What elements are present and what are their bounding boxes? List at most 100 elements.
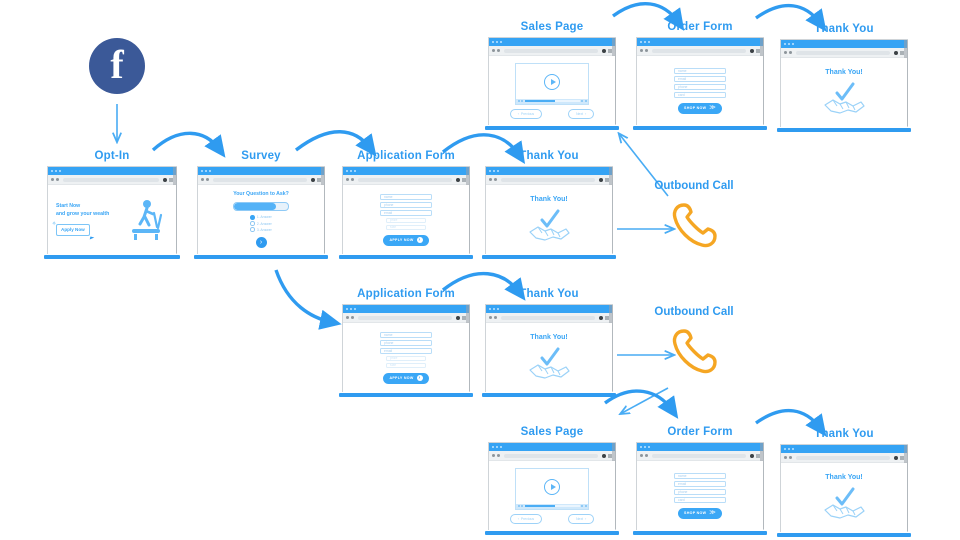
field-card[interactable]: card <box>674 496 726 503</box>
window-urlbar[interactable] <box>486 175 612 185</box>
forward-icon[interactable] <box>789 456 792 459</box>
field-extra-1[interactable]: prize <box>386 217 426 223</box>
back-icon[interactable] <box>640 49 643 52</box>
account-icon[interactable] <box>602 48 606 53</box>
video-seek-track[interactable] <box>524 100 580 102</box>
account-icon[interactable] <box>602 453 606 458</box>
video-player[interactable] <box>515 467 589 510</box>
back-icon[interactable] <box>346 178 349 181</box>
account-icon[interactable] <box>599 177 603 182</box>
menu-icon[interactable] <box>608 453 612 458</box>
field-email[interactable]: email <box>380 209 432 216</box>
address-field[interactable] <box>213 177 307 182</box>
forward-icon[interactable] <box>494 178 497 181</box>
node-order-form-top[interactable]: Order Form name email phone card SHO <box>633 21 767 130</box>
play-icon[interactable] <box>544 478 560 495</box>
video-play-icon[interactable] <box>517 100 520 102</box>
volume-icon[interactable] <box>581 505 583 507</box>
back-icon[interactable] <box>492 49 495 52</box>
field-phone[interactable]: phone <box>674 83 726 90</box>
browser-window-thank-you-bottom[interactable]: Thank You! <box>777 444 911 537</box>
forward-icon[interactable] <box>494 316 497 319</box>
field-name[interactable]: name <box>674 67 726 74</box>
node-order-form-bottom[interactable]: Order Form name email phone card SHO <box>633 426 767 535</box>
address-field[interactable] <box>652 48 746 53</box>
menu-icon[interactable] <box>900 455 904 460</box>
account-icon[interactable] <box>456 177 460 182</box>
node-survey[interactable]: Survey Your Question to Ask? <box>194 150 328 259</box>
back-icon[interactable] <box>489 316 492 319</box>
node-application-form-bottom[interactable]: Application Form name phone email prize … <box>339 288 473 397</box>
forward-icon[interactable] <box>645 454 648 457</box>
survey-next-button[interactable]: › <box>255 236 267 248</box>
window-urlbar[interactable] <box>781 453 907 463</box>
address-field[interactable] <box>504 453 598 458</box>
menu-icon[interactable] <box>605 177 609 182</box>
browser-window-sales-page-bottom[interactable]: ‹ Previous Next › <box>485 442 619 535</box>
radio-icon[interactable] <box>250 221 255 226</box>
node-sales-page-top[interactable]: Sales Page <box>485 21 619 130</box>
back-icon[interactable] <box>51 178 54 181</box>
node-thank-you-top[interactable]: Thank You Thank You! <box>777 23 911 132</box>
node-optin[interactable]: Opt-In Start Now and grow your wealth <box>44 150 180 259</box>
field-extra-2[interactable]: size <box>386 362 426 368</box>
survey-answer-list[interactable]: 1. Answer 2. Answer 3. Answer <box>250 215 272 232</box>
browser-window-order-form-bottom[interactable]: name email phone card SHOP NOW ≫ <box>633 442 767 535</box>
apply-now-button[interactable]: APPLY NOW › <box>383 234 429 246</box>
previous-button[interactable]: ‹ Previous <box>509 108 543 119</box>
forward-icon[interactable] <box>497 454 500 457</box>
shop-now-button[interactable]: SHOP NOW ≫ <box>678 507 722 519</box>
optin-cta-button[interactable]: ✧ Apply Now <box>52 221 95 241</box>
field-extra-2[interactable]: size <box>386 224 426 230</box>
back-icon[interactable] <box>492 454 495 457</box>
back-icon[interactable] <box>346 316 349 319</box>
video-progress-bar[interactable] <box>516 98 588 104</box>
account-icon[interactable] <box>456 315 460 320</box>
node-thank-you-mid-lower[interactable]: Thank You Thank You! <box>482 288 616 397</box>
window-urlbar[interactable] <box>198 175 324 185</box>
address-field[interactable] <box>504 48 598 53</box>
back-icon[interactable] <box>201 178 204 181</box>
survey-answer-option[interactable]: 3. Answer <box>250 227 272 232</box>
account-icon[interactable] <box>311 177 315 182</box>
browser-window-application-form-bottom[interactable]: name phone email prize size APPLY NOW › <box>339 304 473 397</box>
field-card[interactable]: card <box>674 91 726 98</box>
window-urlbar[interactable] <box>781 48 907 58</box>
next-button[interactable]: Next › <box>568 108 595 119</box>
fullscreen-icon[interactable] <box>584 100 587 102</box>
menu-icon[interactable] <box>756 453 760 458</box>
node-sales-page-bottom[interactable]: Sales Page <box>485 426 619 535</box>
menu-icon[interactable] <box>900 50 904 55</box>
next-button[interactable]: Next › <box>568 513 595 524</box>
video-pause-icon[interactable] <box>521 100 523 102</box>
window-urlbar[interactable] <box>489 46 615 56</box>
shop-now-button[interactable]: SHOP NOW ≫ <box>678 102 722 114</box>
menu-icon[interactable] <box>605 315 609 320</box>
address-field[interactable] <box>796 50 890 55</box>
forward-icon[interactable] <box>56 178 59 181</box>
forward-icon[interactable] <box>206 178 209 181</box>
video-pause-icon[interactable] <box>521 505 523 507</box>
window-urlbar[interactable] <box>489 451 615 461</box>
volume-icon[interactable] <box>581 100 583 102</box>
browser-window-application-form-top[interactable]: name phone email prize size APPLY NOW › <box>339 166 473 259</box>
field-name[interactable]: name <box>380 193 432 200</box>
back-icon[interactable] <box>784 51 787 54</box>
account-icon[interactable] <box>750 48 754 53</box>
field-phone[interactable]: phone <box>380 339 432 346</box>
window-urlbar[interactable] <box>48 175 176 185</box>
account-icon[interactable] <box>894 455 898 460</box>
back-icon[interactable] <box>784 456 787 459</box>
forward-icon[interactable] <box>497 49 500 52</box>
radio-icon[interactable] <box>250 215 255 220</box>
account-icon[interactable] <box>163 177 167 182</box>
account-icon[interactable] <box>750 453 754 458</box>
field-extra-1[interactable]: prize <box>386 355 426 361</box>
address-field[interactable] <box>652 453 746 458</box>
window-urlbar[interactable] <box>343 175 469 185</box>
node-thank-you-bottom[interactable]: Thank You Thank You! <box>777 428 911 537</box>
browser-window-survey[interactable]: Your Question to Ask? 1. Answer 2. Answe… <box>194 166 328 259</box>
address-field[interactable] <box>501 315 595 320</box>
window-urlbar[interactable] <box>637 451 763 461</box>
address-field[interactable] <box>796 455 890 460</box>
